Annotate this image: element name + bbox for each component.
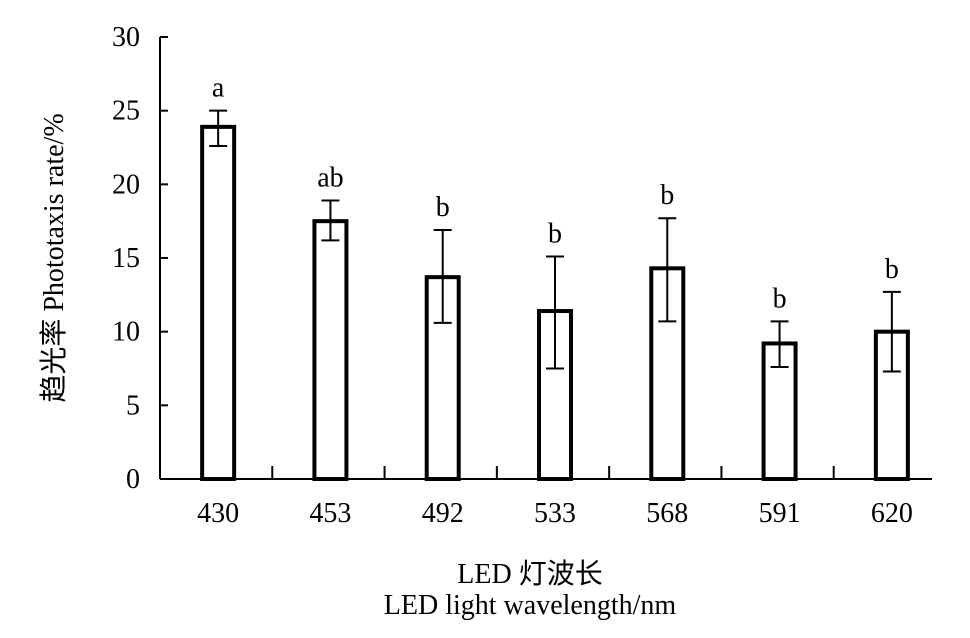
bar-430 <box>200 124 237 482</box>
y-tick-label: 30 <box>112 22 140 53</box>
x-axis-label-en: LED light wavelength/nm <box>383 590 677 621</box>
x-tick-label: 591 <box>759 498 801 529</box>
significance-label: b <box>885 254 899 285</box>
x-tick-label: 568 <box>646 498 688 529</box>
x-axis-label-cn: LED 灯波长 <box>457 559 603 590</box>
x-tick-label: 453 <box>309 498 351 529</box>
y-axis-label: 趋光率 Phototaxis rate/% <box>38 113 70 402</box>
x-tick-label: 620 <box>871 498 913 529</box>
significance-label: ab <box>317 163 343 194</box>
y-tick-label: 20 <box>112 169 140 200</box>
significance-label: b <box>773 283 787 314</box>
significance-label: b <box>436 192 450 223</box>
significance-label: b <box>660 180 674 211</box>
y-tick-label: 5 <box>126 390 140 421</box>
significance-label: a <box>212 73 225 104</box>
y-tick-label: 15 <box>112 243 140 274</box>
bar-453 <box>312 219 349 482</box>
x-tick-label: 533 <box>534 498 576 529</box>
y-tick-label: 10 <box>112 317 140 348</box>
x-tick-label: 492 <box>422 498 464 529</box>
x-tick-label: 430 <box>197 498 239 529</box>
y-tick-label: 0 <box>126 464 140 495</box>
significance-label: b <box>548 219 562 250</box>
y-tick-label: 25 <box>112 96 140 127</box>
